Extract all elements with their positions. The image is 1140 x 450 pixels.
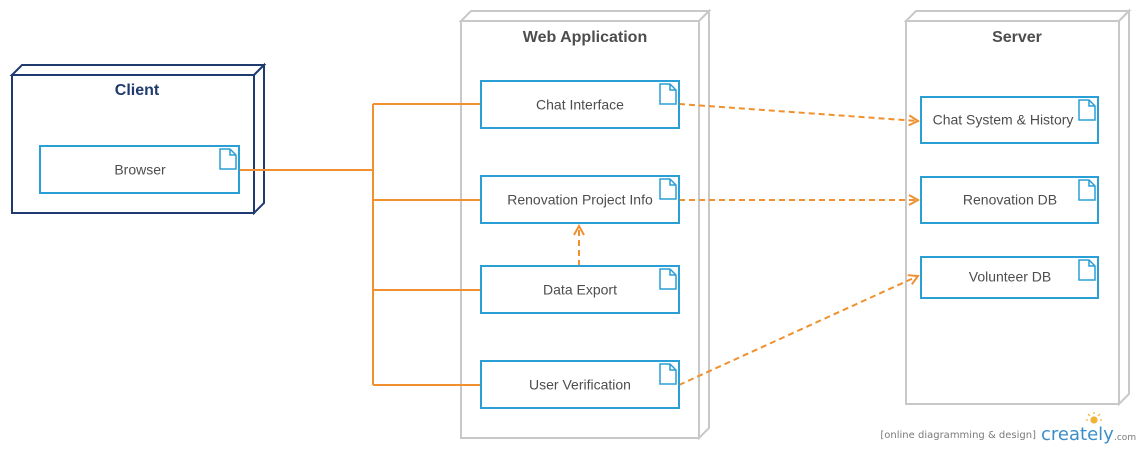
component-volunteer-db-label: Volunteer DB [969,269,1052,285]
watermark-suffix: .com [1114,433,1136,443]
server-node-title: Server [992,29,1042,46]
document-icon [659,83,677,105]
document-icon [1078,179,1096,201]
dashed-dependencies [579,103,918,386]
component-renovation-project-info-label: Renovation Project Info [507,192,653,208]
dependency-user-verification-to-volunteer-db [678,276,918,386]
document-icon [659,178,677,200]
document-icon [219,148,237,170]
component-renovation-db-label: Renovation DB [963,192,1057,208]
component-renovation-project-info[interactable]: Renovation Project Info [480,175,680,224]
component-chat-system-history[interactable]: Chat System & History [920,96,1099,144]
document-icon [1078,99,1096,121]
dependency-chat-interface-to-chat-system [678,103,918,121]
component-chat-interface[interactable]: Chat Interface [480,80,680,129]
document-icon [659,363,677,385]
component-data-export-label: Data Export [543,282,617,298]
component-browser[interactable]: Browser [39,145,240,194]
client-node-title: Client [115,82,160,99]
component-data-export[interactable]: Data Export [480,265,680,314]
component-volunteer-db[interactable]: Volunteer DB [920,256,1099,299]
component-chat-system-history-label: Chat System & History [933,112,1074,128]
web-application-node-title: Web Application [523,29,647,46]
watermark-brand: creately [1041,424,1114,445]
solid-connectors [240,103,481,386]
document-icon [1078,259,1096,281]
creately-watermark[interactable]: [online diagramming & design] creately .… [880,412,1136,445]
component-renovation-db[interactable]: Renovation DB [920,176,1099,224]
component-browser-label: Browser [114,162,166,178]
component-user-verification-label: User Verification [529,377,631,393]
watermark-tagline: [online diagramming & design] [880,430,1036,441]
component-user-verification[interactable]: User Verification [480,360,680,409]
sun-icon [1086,412,1102,424]
component-chat-interface-label: Chat Interface [536,97,624,113]
document-icon [659,268,677,290]
